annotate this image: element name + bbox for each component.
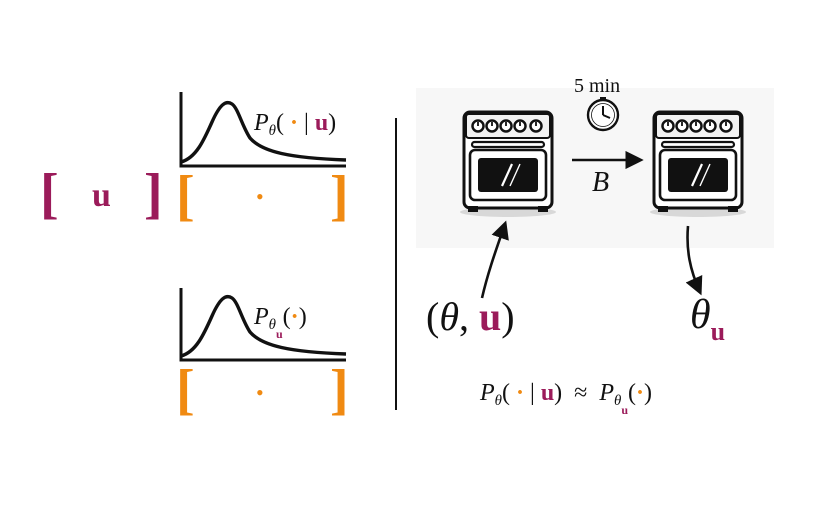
output-label: θu (690, 292, 726, 346)
top-density-curve (180, 100, 347, 164)
clock-icon (586, 97, 620, 132)
top-distribution-label: Pθ( · | u) (254, 110, 337, 140)
left-oven-icon (458, 110, 558, 219)
output-arrow (685, 225, 703, 296)
input-label: (θ, u) (426, 294, 515, 339)
top-axes (179, 92, 346, 168)
context-bracket-close: ] (144, 163, 163, 225)
context-bracket: [ (40, 166, 59, 222)
bottom-sample-bracket-close: ] (330, 359, 349, 421)
b-transform-label: B (592, 167, 610, 198)
timer-text: 5 min (574, 75, 621, 97)
approx-symbol: ≈ (574, 380, 588, 406)
top-sample-dot: • (256, 184, 264, 209)
top-distribution-plot (179, 92, 347, 168)
bottom-distribution-label: Pθu(·) (254, 304, 307, 341)
right-oven-icon (648, 110, 748, 219)
bottom-axes (179, 288, 346, 362)
context-bracket-open: [ (40, 163, 59, 225)
approximation-equation: Pθ( · | u) ≈ Pθu(·) (480, 380, 653, 417)
timer-text-clip: 5 min (570, 76, 640, 98)
top-sample-bracket-close: ] (330, 165, 349, 227)
bottom-sample-bracket: [ (176, 359, 195, 421)
bottom-sample-dot: • (256, 380, 264, 405)
bottom-density-curve (180, 294, 347, 358)
bottom-distribution-plot (179, 288, 347, 362)
top-sample-bracket: [ (176, 165, 195, 227)
input-arrow (480, 220, 509, 299)
context-symbol-u: u (92, 177, 111, 214)
